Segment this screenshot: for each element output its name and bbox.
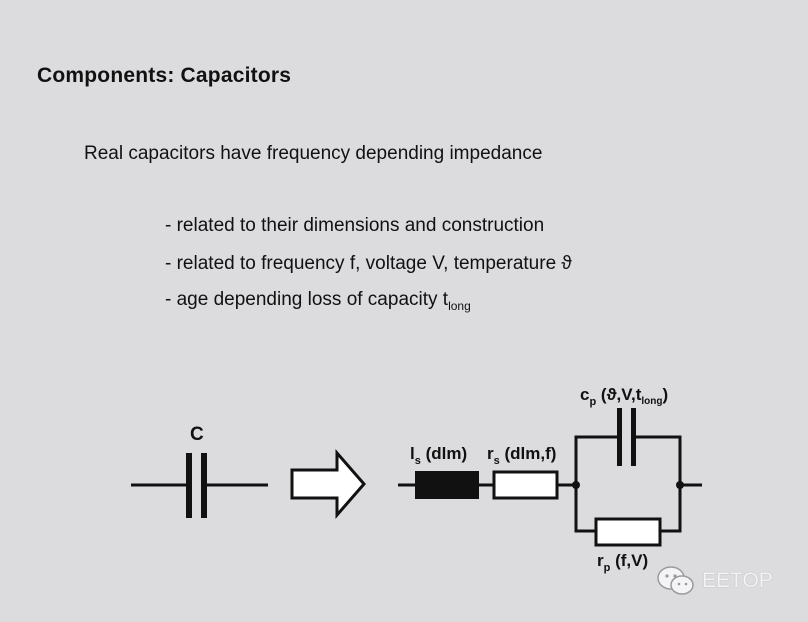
series-resistance [492,470,559,500]
bullet-item: - related to their dimensions and constr… [165,213,572,251]
arrow-icon [290,448,366,520]
bullet-text: - related to their dimensions and constr… [165,215,545,236]
intro-text: Real capacitors have frequency depending… [84,143,543,164]
bullet-text: - related to frequency f, voltage V, tem… [165,253,572,274]
parallel-resistance-label: rp (f,V) [597,551,648,574]
equivalent-circuit [398,408,702,547]
series-inductance [415,471,479,499]
series-resistance-label: rs (dlm,f) [487,444,556,467]
bullet-item: - age depending loss of capacity tlong [165,287,572,325]
parallel-capacitor-label: cp (ϑ,V,tlong) [580,385,668,408]
slide-title: Components: Capacitors [37,64,292,87]
parallel-resistance [594,517,662,547]
wechat-icon [657,566,694,595]
bullet-item: - related to frequency f, voltage V, tem… [165,251,572,287]
watermark: EETOP [656,565,773,597]
bullet-subscript: long [448,299,471,313]
ideal-capacitor-label: C [190,424,204,445]
watermark-text: EETOP [702,569,773,592]
bullet-text: - age depending loss of capacity t [165,289,449,310]
ideal-capacitor-symbol [131,453,268,518]
bullet-list: - related to their dimensions and constr… [165,213,572,325]
parallel-capacitor [617,408,622,466]
inductance-label: ls (dlm) [410,444,467,467]
